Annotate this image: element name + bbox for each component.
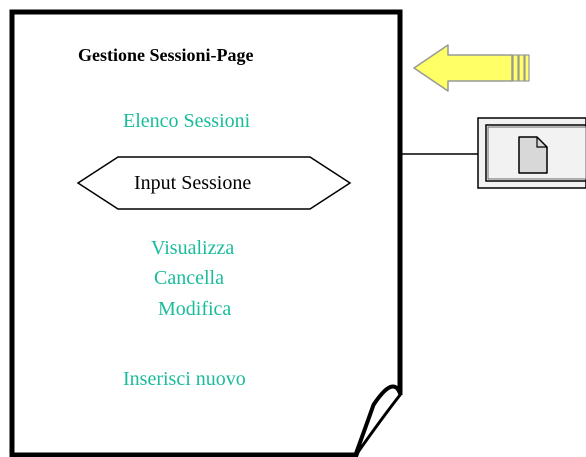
link-inserisci-nuovo[interactable]: Inserisci nuovo [123, 368, 246, 390]
link-cancella[interactable]: Cancella [154, 267, 224, 289]
input-hexagon [76, 156, 352, 210]
left-arrow-icon [413, 44, 530, 92]
link-visualizza[interactable]: Visualizza [151, 237, 235, 259]
document-button[interactable] [477, 117, 586, 189]
link-elenco-sessioni[interactable]: Elenco Sessioni [123, 110, 251, 132]
page-title: Gestione Sessioni-Page [78, 45, 254, 65]
page-fold [354, 385, 402, 457]
link-modifica[interactable]: Modifica [158, 298, 232, 320]
document-icon [518, 136, 548, 174]
input-sessione-label[interactable]: Input Sessione [134, 172, 252, 194]
